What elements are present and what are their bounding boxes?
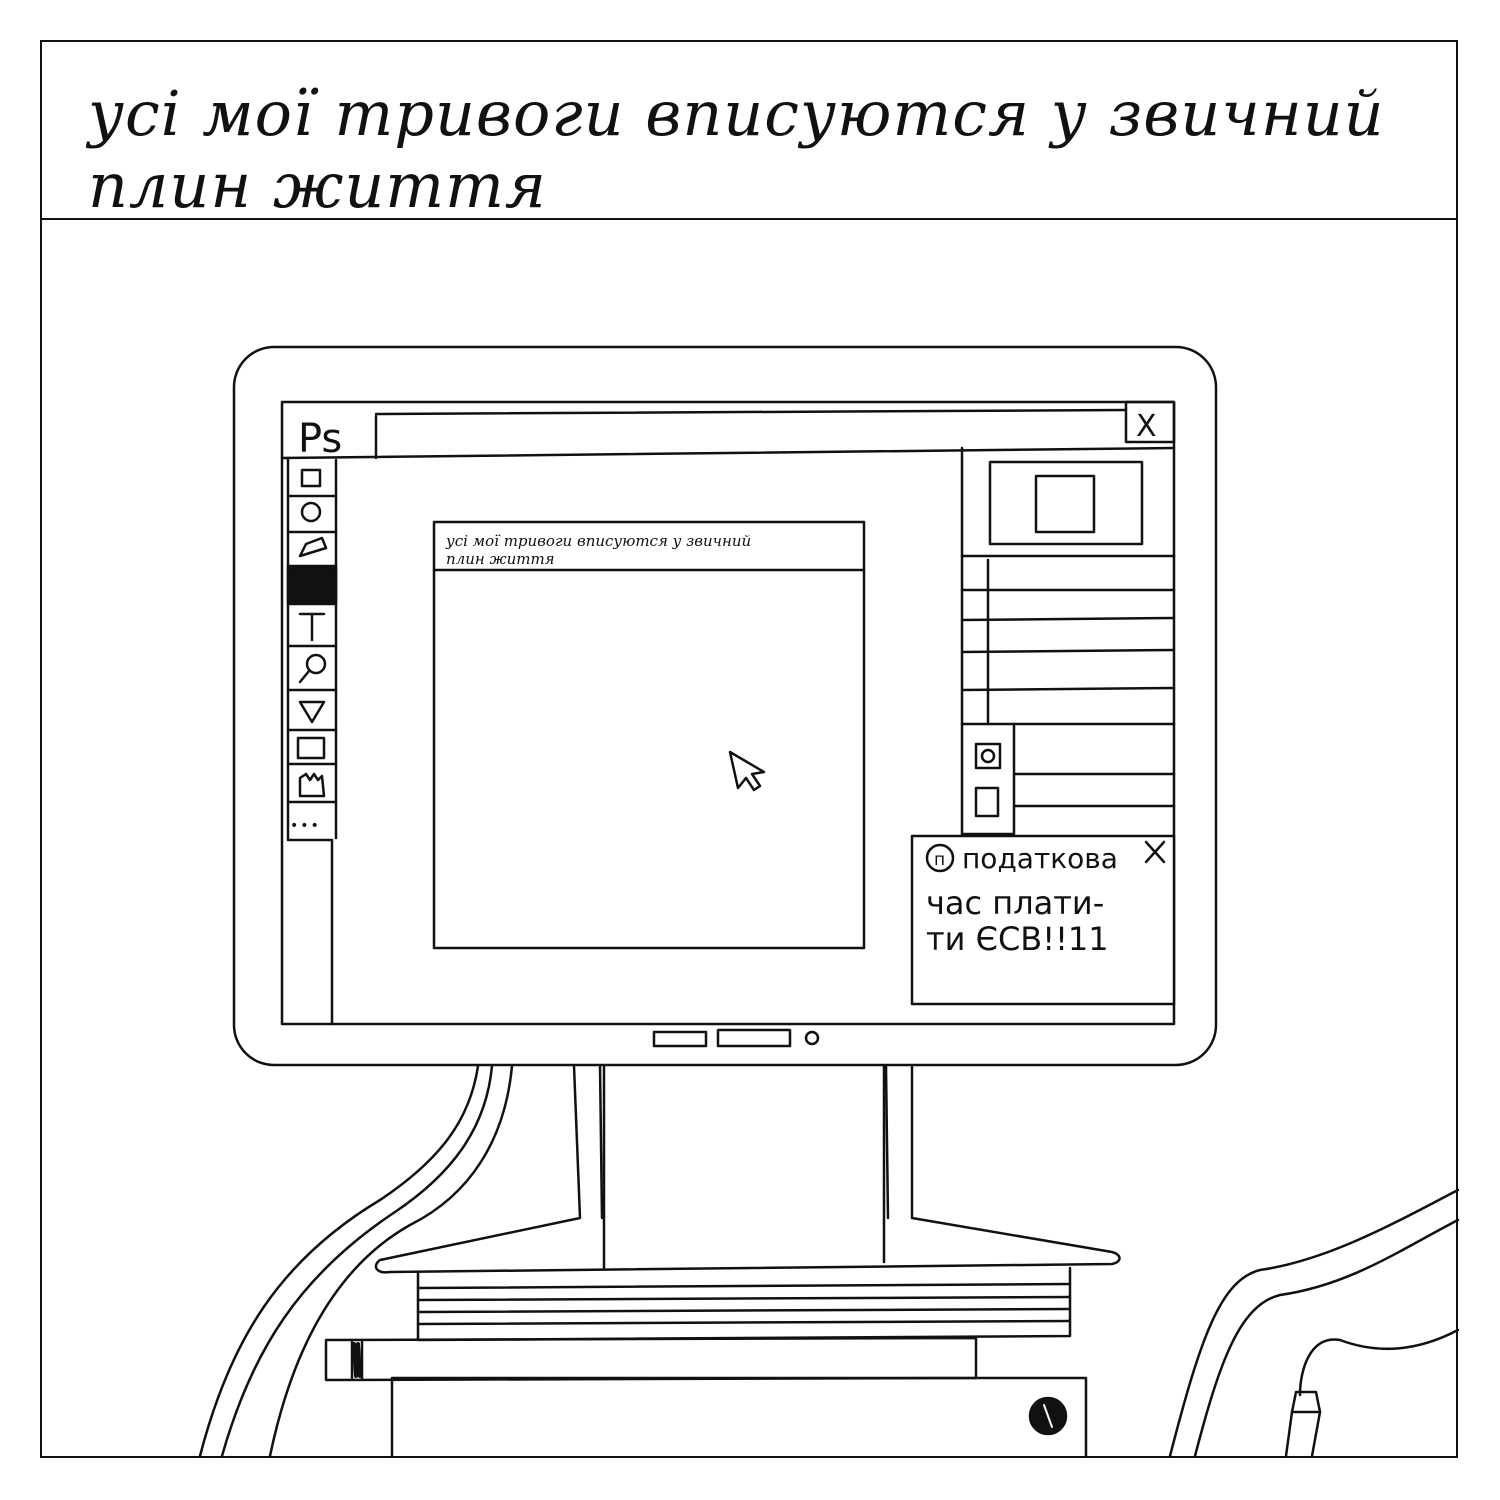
notification-title: податкова	[962, 842, 1118, 875]
zoom-icon[interactable]	[298, 653, 327, 684]
notification-message-line-1: час плати-	[926, 884, 1104, 922]
lasso-icon[interactable]	[298, 536, 328, 558]
document-title-line-1: усі мої тривоги вписуются у звичний	[445, 532, 751, 550]
ellipse-select-icon[interactable]	[300, 501, 322, 523]
app-close-glyph: X	[1136, 409, 1157, 444]
hand-icon[interactable]	[298, 772, 326, 798]
tool-panel	[286, 456, 338, 1026]
app-badge-icon	[925, 843, 955, 873]
camera-icon[interactable]	[974, 742, 1002, 770]
notification-close-icon[interactable]	[1144, 840, 1166, 864]
caption-line-1: усі мої тривоги вписуются у звичний	[88, 77, 1385, 150]
caption-text: усі мої тривоги вписуются у звичний плин…	[88, 78, 1388, 222]
plug-icon	[1284, 1390, 1322, 1458]
notification-popup[interactable]	[910, 834, 1176, 1006]
cable-right	[1168, 1188, 1460, 1458]
type-icon[interactable]	[298, 612, 326, 642]
book-stack	[324, 1266, 1088, 1458]
arrow-cursor-icon	[728, 750, 766, 792]
layer-icon[interactable]	[974, 786, 1000, 818]
triangle-icon[interactable]	[298, 700, 326, 724]
more-icon[interactable]: •••	[290, 818, 321, 834]
document-title-line-2: плин життя	[446, 550, 555, 568]
app-close-button[interactable]	[1124, 400, 1176, 444]
rect-select-icon[interactable]	[300, 468, 322, 488]
app-logo: Ps	[298, 416, 342, 462]
rectangle-icon[interactable]	[296, 736, 326, 760]
caption-box: усі мої тривоги вписуются у звичний плин…	[40, 40, 1458, 222]
navigator-preview	[988, 460, 1144, 546]
notification-message-line-2: ти ЄСВ!!11	[926, 920, 1109, 958]
right-panel	[960, 446, 1176, 836]
document-window	[432, 520, 866, 950]
monitor-stand	[374, 1064, 1121, 1274]
record-label-icon	[1028, 1396, 1068, 1436]
brush-icon[interactable]	[286, 566, 338, 604]
caption-line-2: плин життя	[88, 149, 547, 222]
cables-left	[198, 1064, 514, 1458]
app-titlebar	[280, 446, 1176, 460]
app-badge-letter: п	[934, 850, 945, 870]
